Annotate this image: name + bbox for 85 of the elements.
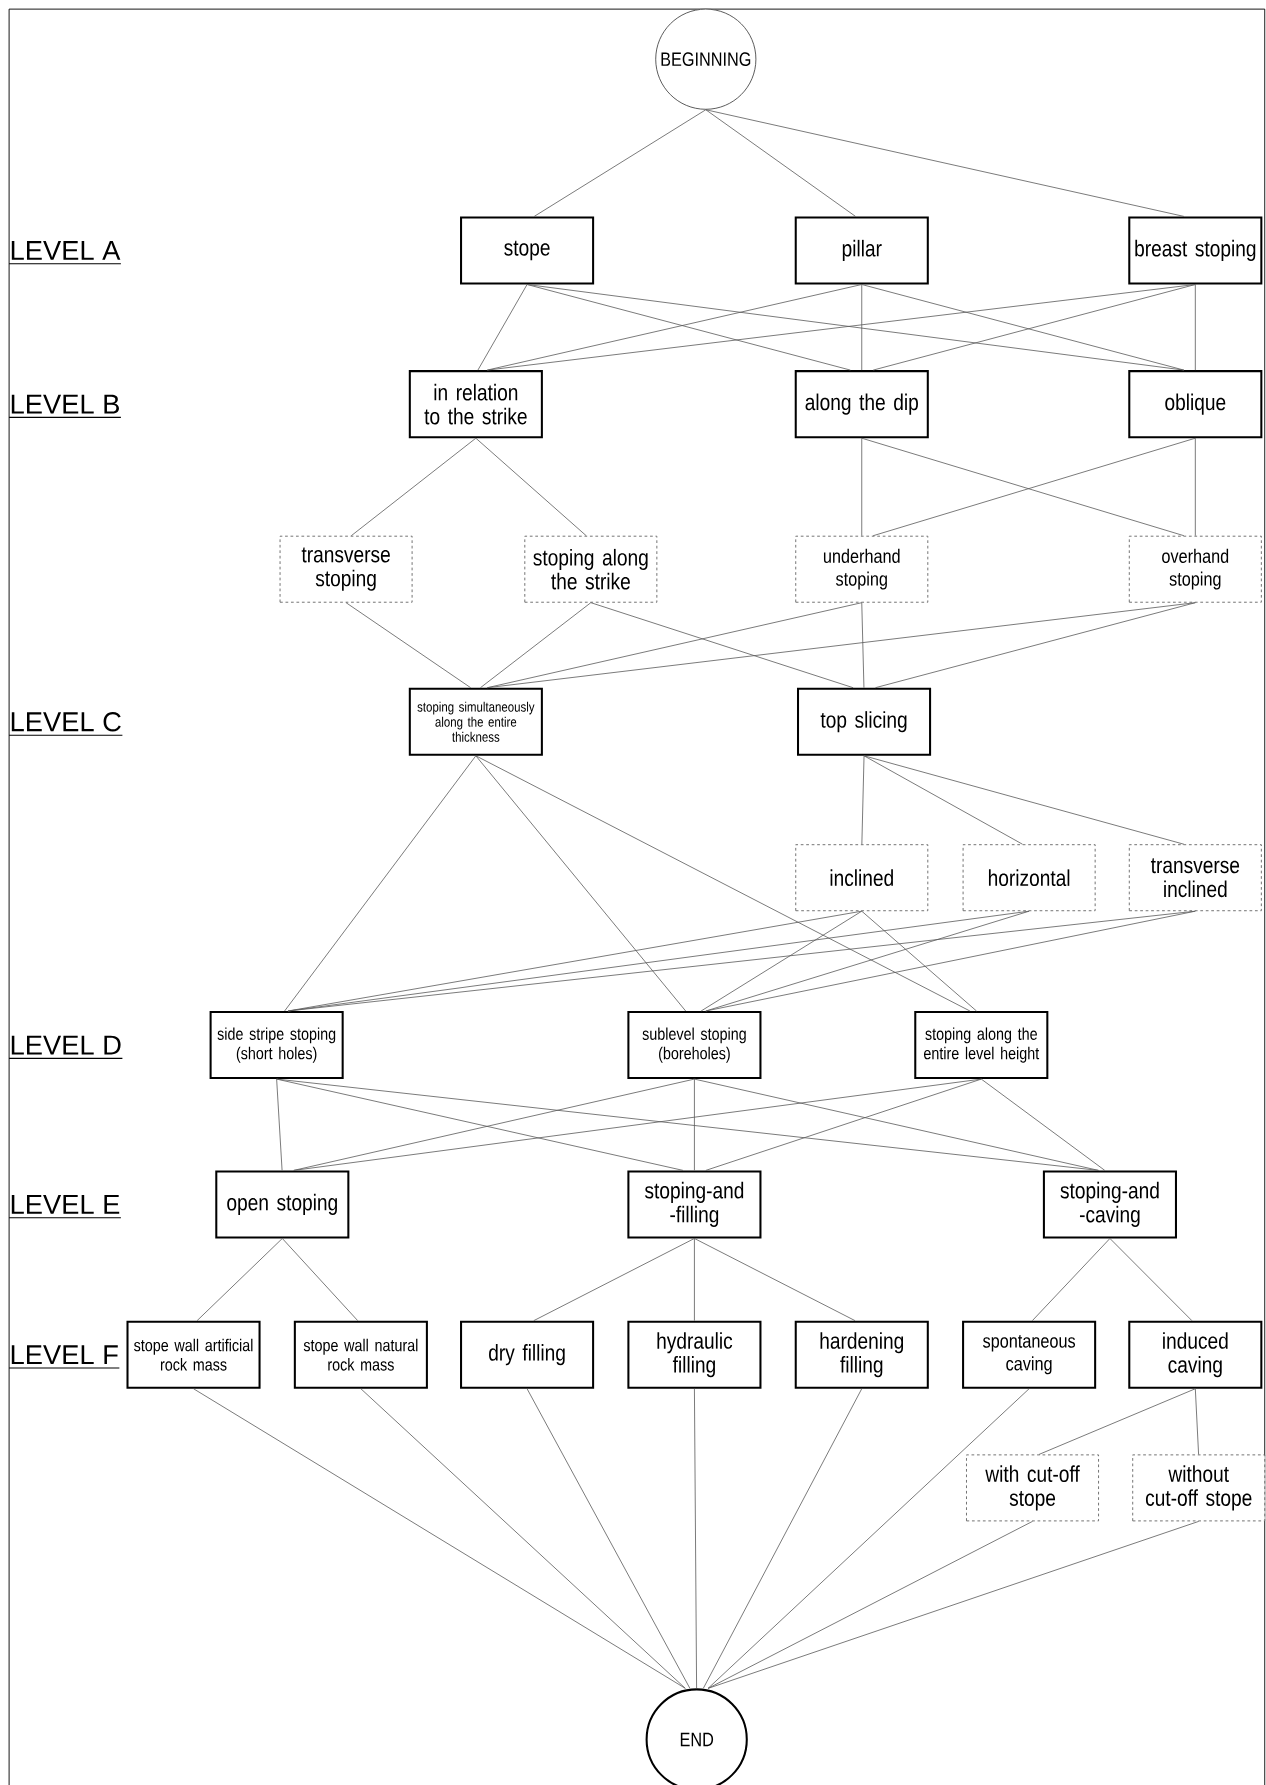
connector-line (345, 602, 472, 689)
connector-line (1195, 437, 1196, 537)
connector-line (705, 109, 1185, 217)
connector-line (861, 602, 865, 689)
connector-line (694, 1388, 698, 1689)
connector-line (694, 1078, 695, 1171)
process-box: stoping-and -caving (1042, 1170, 1178, 1239)
connector-line (700, 910, 863, 1012)
connector-line (702, 1388, 863, 1689)
option-box: horizontal (962, 844, 1096, 912)
option-box: transverse stoping (279, 535, 413, 603)
connector-line (863, 755, 1023, 845)
connector-line (694, 1238, 856, 1322)
option-box: overhand stoping (1128, 535, 1262, 603)
process-box: sublevel stoping (boreholes) (627, 1011, 762, 1080)
connector-line (705, 109, 856, 217)
connector-line (705, 910, 1196, 1012)
connector-line (475, 755, 687, 1012)
connector-line (861, 910, 977, 1012)
option-box: underhand stoping (795, 535, 929, 603)
connector-line (526, 1388, 691, 1689)
connector-line (475, 755, 971, 1012)
connector-line (1032, 1238, 1111, 1322)
connector-line (475, 437, 587, 537)
connector-line (980, 1078, 1106, 1171)
process-box: along the dip (794, 370, 929, 439)
process-box: stope wall natural rock mass (293, 1320, 428, 1389)
connector-line (196, 1238, 283, 1322)
connector-line (477, 284, 528, 371)
connector-line (875, 602, 1196, 689)
process-box: stoping-and -filling (627, 1170, 762, 1239)
connector-line (707, 1388, 1030, 1689)
connector-line (861, 284, 863, 371)
connector-line (863, 755, 1185, 845)
connector-line (480, 602, 592, 689)
connector-line (861, 437, 863, 537)
connector-line (705, 910, 1030, 1012)
process-box: spontaneous caving (962, 1320, 1097, 1389)
process-box: open stoping (215, 1170, 350, 1239)
process-box: stope wall artificial rock mass (126, 1320, 261, 1389)
process-box: oblique (1128, 370, 1263, 439)
connector-line (282, 1238, 359, 1322)
process-box: hardening filling (794, 1320, 929, 1389)
level-label: LEVEL B (8, 394, 122, 418)
process-box: induced caving (1128, 1320, 1263, 1389)
connector-line (707, 1520, 1200, 1689)
connector-line (350, 437, 477, 537)
connector-line (1038, 1388, 1196, 1455)
process-box: in relation to the strike (408, 370, 543, 439)
connector-line (1109, 1238, 1193, 1322)
level-label: LEVEL F (8, 1345, 120, 1369)
connector-line (276, 1078, 283, 1171)
process-box: stoping along the entire level height (914, 1011, 1049, 1080)
process-box: pillar (794, 216, 929, 285)
connector-line (1195, 284, 1196, 371)
level-label: LEVEL E (8, 1195, 122, 1219)
option-box: without cut-off stope (1132, 1454, 1266, 1522)
process-box: top slicing (797, 687, 932, 756)
connector-line (705, 1078, 982, 1171)
process-box: stoping simultaneously along the entire thickness (408, 687, 543, 756)
connector-line (1195, 1388, 1200, 1455)
connector-line (590, 602, 854, 689)
connector-line (193, 1388, 686, 1689)
option-box: inclined (795, 844, 929, 912)
connector-line (533, 1238, 695, 1322)
connector-line (707, 1520, 1033, 1689)
connector-line (360, 1388, 686, 1689)
connector-line (861, 755, 865, 845)
process-box: hydraulic filling (627, 1320, 762, 1389)
connector-line (533, 109, 707, 217)
process-box: stope (460, 216, 595, 285)
process-box: dry filling (460, 1320, 595, 1389)
level-label: LEVEL D (8, 1035, 124, 1059)
option-box: transverse inclined (1128, 844, 1262, 912)
connector-line (284, 755, 477, 1012)
connector-line (694, 1078, 1099, 1171)
level-label: LEVEL A (8, 241, 122, 265)
level-label: LEVEL C (8, 712, 124, 736)
option-box: with cut-off stope (966, 1454, 1100, 1522)
process-box: side stripe stoping (short holes) (209, 1011, 344, 1080)
connector-line (486, 602, 1196, 689)
process-box: breast stoping (1128, 216, 1263, 285)
option-box: stoping along the strike (524, 535, 658, 603)
connector-line (276, 1078, 1099, 1171)
connector-line (694, 1238, 695, 1322)
